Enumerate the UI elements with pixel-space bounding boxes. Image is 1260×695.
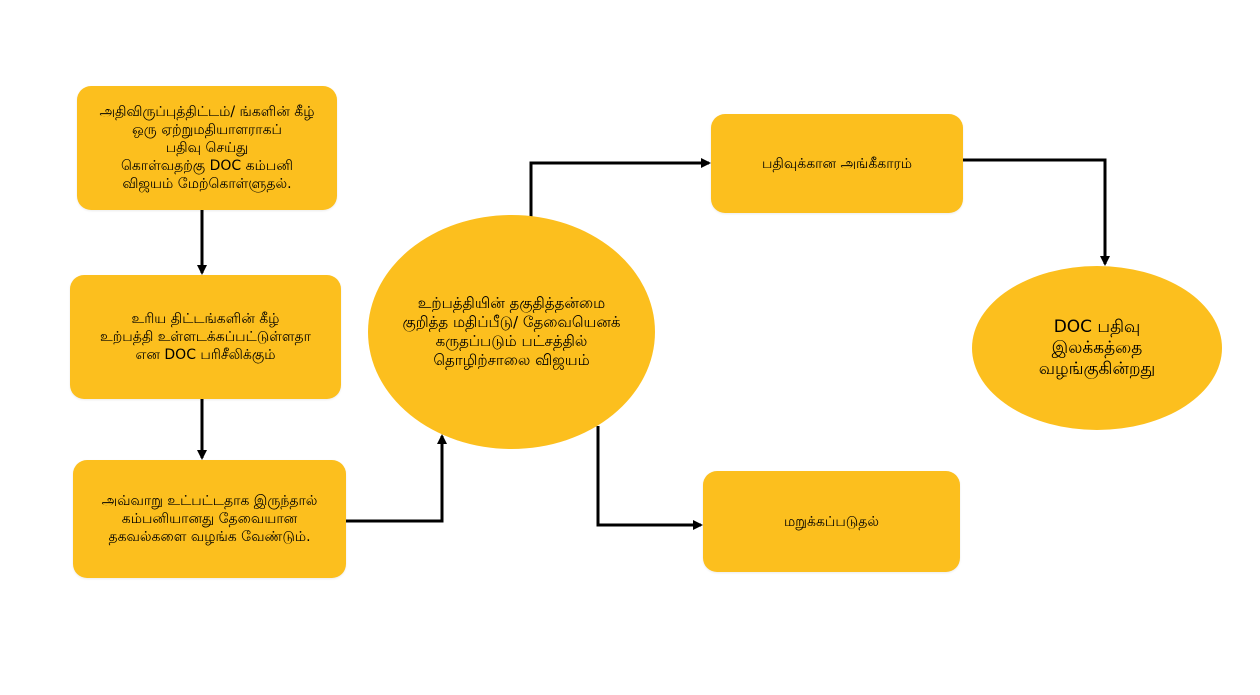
step-box-doc-review: உரிய திட்டங்களின் கீழ் உற்பத்தி உள்ளடக்க… [70, 275, 341, 399]
arrow-box3-to-center-ellipse [346, 434, 447, 523]
step-box-company-visit-label: அதிவிருப்புத்திட்டம்/ ங்களின் கீழ் ஒரு ஏ… [99, 104, 315, 192]
step-box-company-visit: அதிவிருப்புத்திட்டம்/ ங்களின் கீழ் ஒரு ஏ… [77, 86, 337, 210]
step-box-provide-information-label: அவ்வாறு உட்பட்டதாக இருந்தால் கம்பனியானது… [101, 493, 318, 545]
outcome-box-approved: பதிவுக்கான அங்கீகாரம் [711, 114, 963, 213]
arrow-center-ellipse-to-approved [529, 158, 711, 217]
outcome-box-rejected: மறுக்கப்படுதல் [703, 471, 960, 572]
decision-ellipse-factory-visit-label: உற்பத்தியின் தகுதித்தன்மை குறித்த மதிப்ப… [402, 294, 621, 369]
step-box-doc-review-label: உரிய திட்டங்களின் கீழ் உற்பத்தி உள்ளடக்க… [100, 311, 311, 363]
arrow-center-ellipse-to-rejected [596, 426, 703, 530]
step-box-provide-information: அவ்வாறு உட்பட்டதாக இருந்தால் கம்பனியானது… [73, 460, 346, 578]
outcome-box-rejected-label: மறுக்கப்படுதல் [784, 513, 879, 530]
final-ellipse-registration-number-label: DOC பதிவு இலக்கத்தை வழங்குகின்றது [1038, 316, 1156, 379]
arrow-approved-to-right-ellipse [963, 158, 1110, 266]
final-ellipse-registration-number: DOC பதிவு இலக்கத்தை வழங்குகின்றது [972, 266, 1222, 430]
decision-ellipse-factory-visit: உற்பத்தியின் தகுதித்தன்மை குறித்த மதிப்ப… [368, 215, 655, 449]
outcome-box-approved-label: பதிவுக்கான அங்கீகாரம் [761, 155, 913, 172]
